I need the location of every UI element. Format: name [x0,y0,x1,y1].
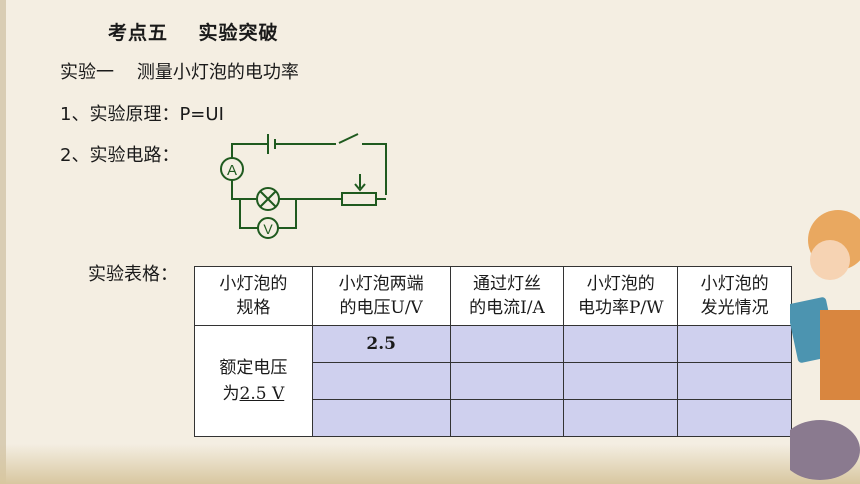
brightness-cell [677,325,792,363]
principle-text: 1、实验原理：P=UI [60,104,224,125]
experiment-title: 实验一 测量小灯泡的电功率 [60,62,299,83]
wire-top-left [231,143,268,158]
brightness-cell [677,399,792,437]
background-ground [0,444,860,484]
header-power: 小灯泡的电功率P/W [563,266,679,326]
experiment-table: 小灯泡的规格 小灯泡两端的电压U/V 通过灯丝的电流I/A 小灯泡的电功率P/W… [194,266,792,437]
header-current: 通过灯丝的电流I/A [449,266,565,326]
header-brightness: 小灯泡的发光情况 [677,266,792,326]
section-title: 考点五 实验突破 [108,22,279,44]
table-label: 实验表格： [88,264,178,285]
table-row [195,362,792,400]
voltmeter-symbol: V [263,221,273,237]
rheostat-resistor [341,192,377,206]
voltage-cell [311,399,451,437]
current-cell [449,399,565,437]
circuit-diagram: A V [220,133,387,239]
wire-from-voltmeter [278,199,297,229]
girl-face [810,240,850,280]
wire-to-voltmeter [239,199,258,229]
header-spec: 小灯泡的规格 [194,266,313,326]
header-voltage: 小灯泡两端的电压U/V [311,266,451,326]
switch-lever [338,133,359,144]
reading-girl-illustration [790,210,860,480]
current-cell [449,325,565,363]
girl-body [820,310,860,400]
rheostat-arrow [354,183,366,192]
lamp-cross-2 [259,190,277,208]
spec-cell: 额定电压 为2.5 V [194,325,313,437]
table-row [195,399,792,437]
wire-top-right [362,143,387,195]
voltage-cell [311,362,451,400]
power-cell [563,362,679,400]
circuit-label: 2、实验电路： [60,145,180,166]
brightness-cell [677,362,792,400]
table-row: 额定电压 为2.5 V 2.5 [194,325,792,437]
power-cell [563,325,679,363]
cat-icon [790,420,860,480]
ammeter-symbol: A [227,162,237,179]
current-cell [449,362,565,400]
power-cell [563,399,679,437]
voltage-cell: 2.5 [311,325,451,363]
wire-ammeter-down [231,180,240,200]
table-header-row: 小灯泡的规格 小灯泡两端的电压U/V 通过灯丝的电流I/A 小灯泡的电功率P/W… [194,266,792,326]
slide-left-border [0,0,6,484]
